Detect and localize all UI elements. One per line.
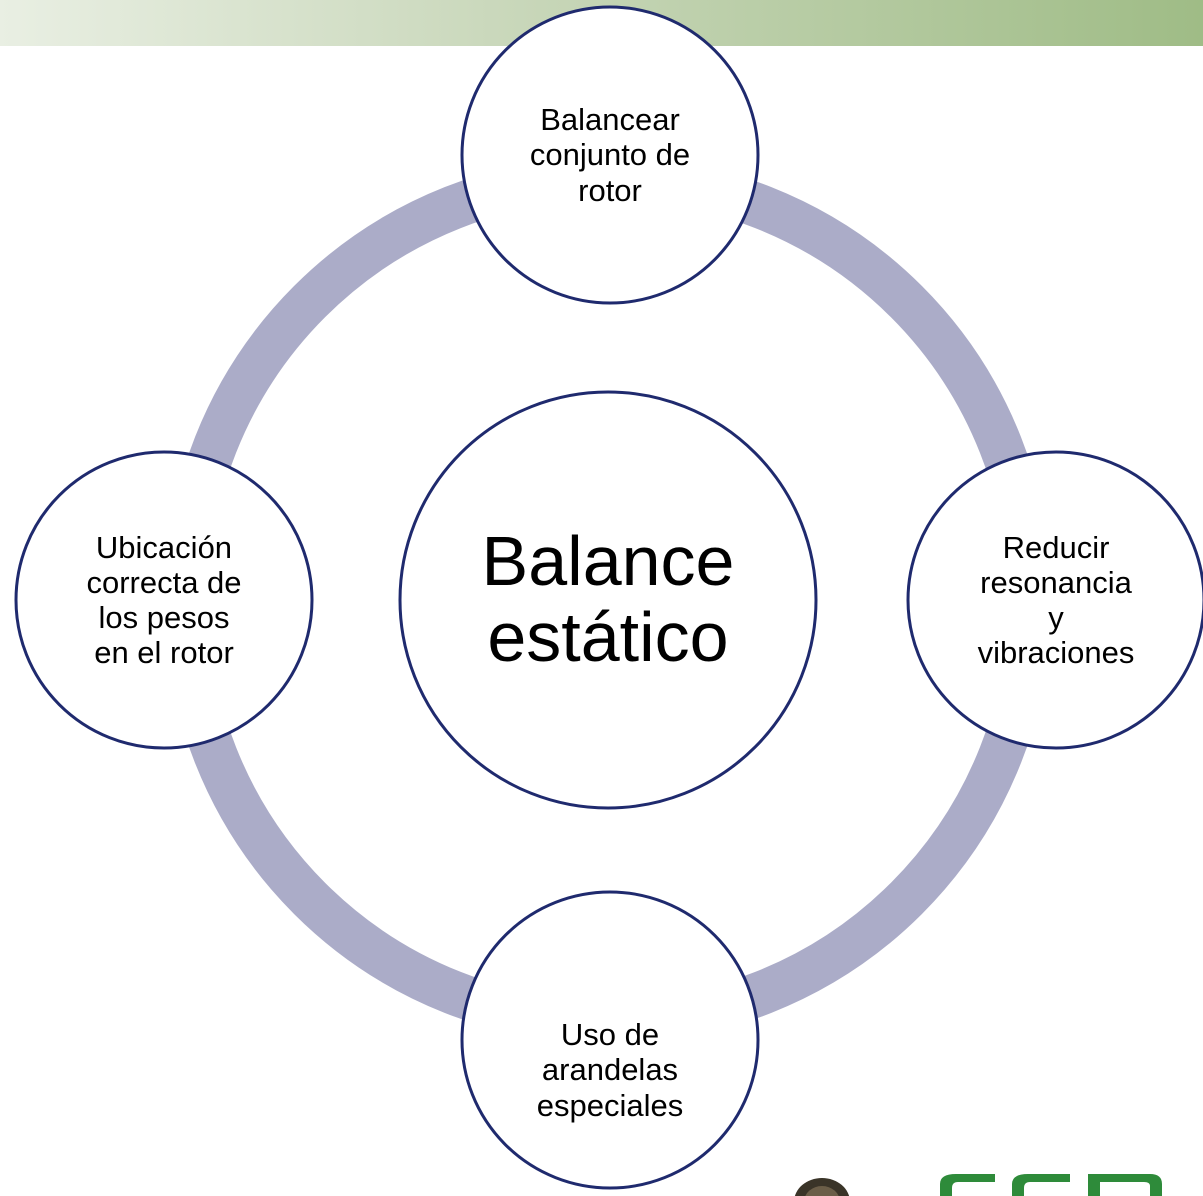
node-label-top: Balancear conjunto de rotor (529, 102, 691, 208)
center-circle (398, 390, 818, 810)
node-label-right: Reducir resonancia y vibraciones (977, 529, 1135, 671)
node-circle-right (906, 450, 1203, 750)
institution-logo (794, 1174, 1162, 1196)
node-circle-bottom (460, 890, 760, 1190)
node-label-left: Ubicación correcta de los pesos en el ro… (86, 529, 242, 671)
center-label: Balance estático (481, 522, 735, 676)
node-circle-left (14, 450, 314, 750)
node-circle-top (460, 5, 760, 305)
node-label-bottom: Uso de arandelas especiales (536, 1017, 684, 1123)
